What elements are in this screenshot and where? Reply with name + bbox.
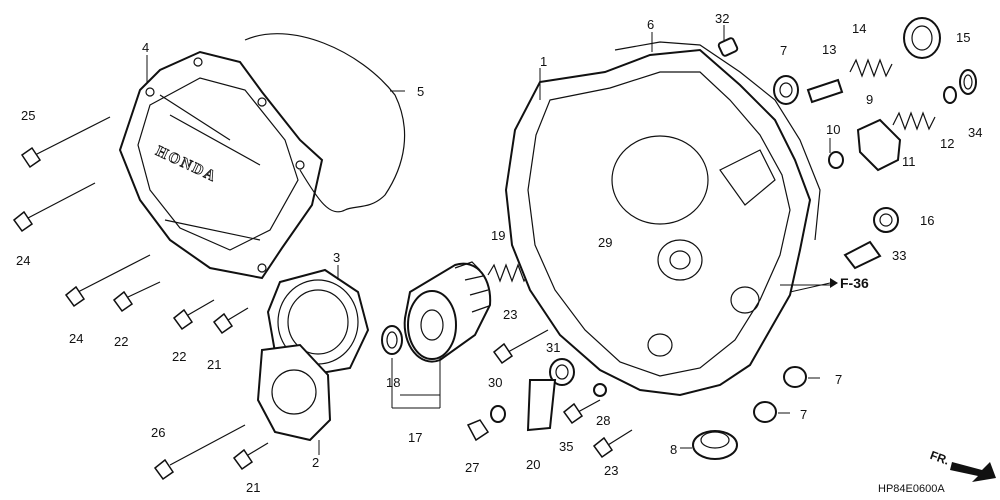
o-ring-18 — [381, 325, 403, 355]
collar-16 — [873, 207, 899, 233]
callout-19: 19 — [491, 228, 505, 243]
callout-29: 29 — [598, 235, 612, 250]
callout-24-upper: 24 — [16, 253, 30, 268]
callout-15: 15 — [956, 30, 970, 45]
bolt-23-upper — [492, 329, 549, 365]
washer-30 — [490, 405, 506, 423]
reference-f36: F-36 — [789, 275, 869, 293]
callout-14: 14 — [852, 21, 866, 36]
callout-18: 18 — [386, 375, 400, 390]
callout-26: 26 — [151, 425, 165, 440]
callout-23-lower: 23 — [604, 463, 618, 478]
washer-10 — [828, 151, 844, 169]
crankcase-cover-1 — [504, 48, 812, 397]
callout-12: 12 — [940, 136, 954, 151]
callout-31: 31 — [546, 340, 560, 355]
callout-34: 34 — [968, 125, 982, 140]
piston-9 — [856, 118, 902, 172]
seal-31 — [549, 358, 575, 386]
plug-7-right — [783, 366, 807, 388]
callout-30: 30 — [488, 375, 502, 390]
callout-33: 33 — [892, 248, 906, 263]
diagram-code: HP84E0600A — [878, 483, 945, 495]
callout-27: 27 — [465, 460, 479, 475]
callout-28: 28 — [596, 413, 610, 428]
dowel-32 — [717, 37, 739, 57]
callout-1: 1 — [540, 54, 547, 69]
seal-7-top — [773, 75, 799, 105]
bolt-24-lower — [64, 254, 151, 308]
callout-9: 9 — [866, 92, 873, 107]
callout-21-upper: 21 — [207, 357, 221, 372]
o-ring-12 — [943, 86, 957, 104]
callout-7-mid: 7 — [835, 372, 842, 387]
callout-10: 10 — [826, 122, 840, 137]
callout-22-right: 22 — [172, 349, 186, 364]
bolt-25 — [20, 116, 111, 169]
callout-4: 4 — [142, 40, 149, 55]
callout-5: 5 — [417, 84, 424, 99]
callout-21-lower: 21 — [246, 480, 260, 495]
circlip-34 — [959, 69, 977, 95]
callout-11: 11 — [902, 154, 916, 169]
callout-3: 3 — [333, 250, 340, 265]
callout-22-left: 22 — [114, 334, 128, 349]
cover-4: HONDA — [118, 50, 324, 280]
oil-filter-17 — [403, 261, 492, 363]
cap-8 — [692, 430, 738, 460]
callout-13: 13 — [822, 42, 836, 57]
bracket-20 — [526, 379, 557, 432]
bolt-21-upper — [212, 307, 249, 335]
bolt-22-left — [112, 281, 161, 313]
bolt-24-upper — [12, 182, 96, 233]
spring-11 — [892, 111, 936, 131]
callout-7-low: 7 — [800, 407, 807, 422]
plug-7-lower — [753, 401, 777, 423]
reference-label: F-36 — [840, 275, 869, 291]
bolt-23-lower — [592, 429, 633, 459]
front-arrow-icon — [950, 462, 996, 482]
callout-7-top: 7 — [780, 43, 787, 58]
callout-24-lower: 24 — [69, 331, 83, 346]
front-arrow: FR. — [928, 448, 996, 482]
pin-33 — [843, 240, 882, 270]
callout-32: 32 — [715, 11, 729, 26]
gasket-6 — [614, 41, 821, 241]
bolt-22-right — [172, 299, 215, 331]
drain-bolt-27 — [466, 419, 490, 442]
spring-19 — [487, 263, 531, 283]
cover-2 — [256, 343, 332, 442]
callouts: 1 2 3 4 5 6 7 7 7 8 9 10 11 12 13 14 15 … — [16, 11, 982, 495]
o-ring-5 — [244, 33, 406, 213]
bolt-13 — [806, 78, 844, 104]
spring-14 — [849, 58, 893, 78]
callout-35: 35 — [559, 439, 573, 454]
callout-8: 8 — [670, 442, 677, 457]
callout-20: 20 — [526, 457, 540, 472]
callout-17: 17 — [408, 430, 422, 445]
callout-16: 16 — [920, 213, 934, 228]
leader-lines — [146, 25, 831, 455]
cap-15 — [903, 17, 941, 59]
callout-6: 6 — [647, 17, 654, 32]
callout-2: 2 — [312, 455, 319, 470]
bolt-21-lower — [232, 442, 269, 471]
callout-25: 25 — [21, 108, 35, 123]
washer-28 — [593, 383, 607, 397]
bolt-35 — [562, 399, 601, 425]
front-label: FR. — [928, 448, 951, 468]
bolt-26 — [153, 424, 246, 481]
callout-23-upper: 23 — [503, 307, 517, 322]
